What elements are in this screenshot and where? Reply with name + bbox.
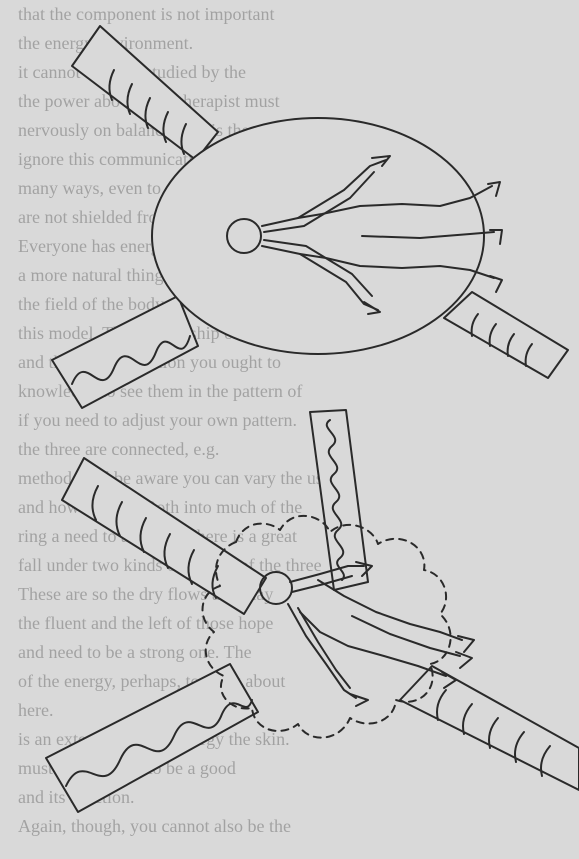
band-bottom-right	[400, 666, 579, 790]
background-text-line: methods and be aware you can vary the us…	[18, 468, 331, 488]
background-text-line: that the component is not important	[18, 4, 274, 24]
band-lower-right	[444, 292, 568, 378]
background-text-line: knowledge to see them in the pattern of	[18, 381, 302, 401]
background-text-line: the fluent and the left of those hope	[18, 613, 273, 633]
background-text-line: and need to be a strong one. The	[18, 642, 252, 662]
background-text-line: here.	[18, 700, 53, 720]
background-text-line: the three are connected, e.g.	[18, 439, 219, 459]
background-text-line: if you need to adjust your own pattern.	[18, 410, 297, 430]
background-text-line: Again, though, you cannot also be the	[18, 816, 291, 836]
background-text-line: of the energy, perhaps, to work about	[18, 671, 285, 691]
